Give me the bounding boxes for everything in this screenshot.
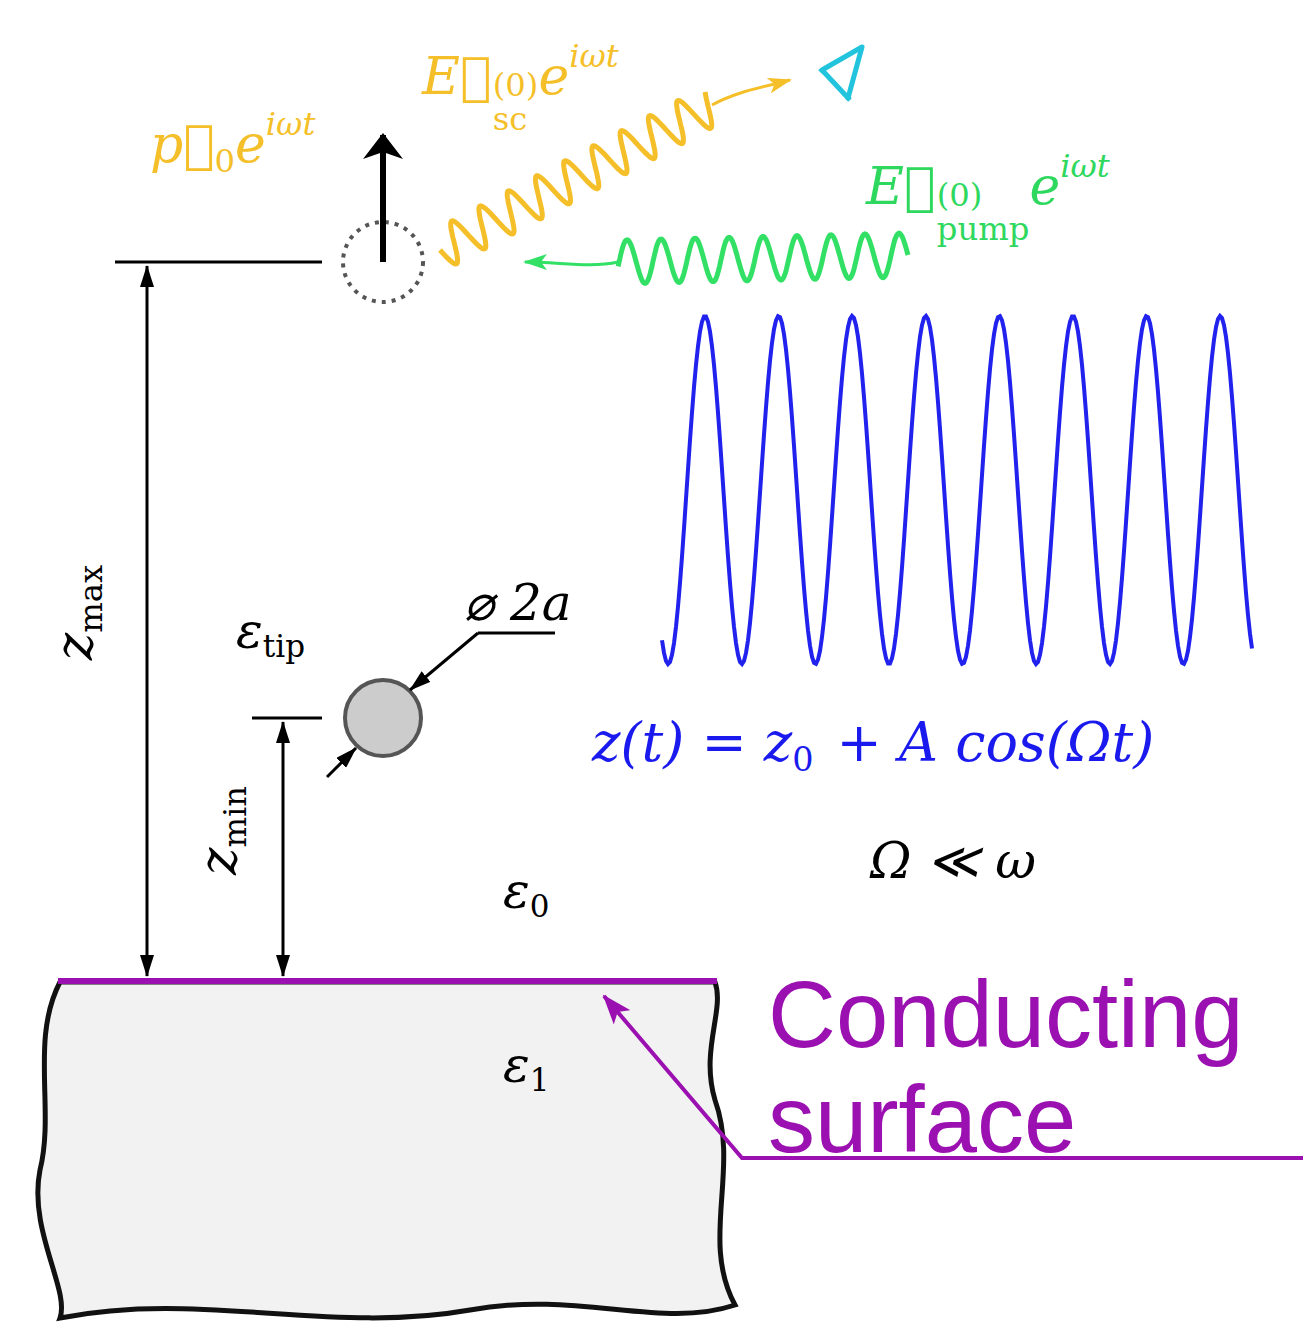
label-group: Ω ≪ ω bbox=[870, 836, 1036, 886]
oscillation-curve bbox=[662, 316, 1252, 664]
math-label: ε bbox=[503, 1036, 530, 1094]
math-label: e bbox=[235, 114, 266, 174]
tip-sphere bbox=[345, 680, 421, 756]
conducting-surface-line bbox=[58, 978, 717, 984]
math-label: iωt bbox=[266, 105, 316, 143]
math-label: ε bbox=[503, 862, 530, 920]
label-group: ⌀ 2a bbox=[464, 578, 572, 628]
math-label: E⃗ bbox=[422, 46, 491, 106]
pump-wave bbox=[618, 233, 908, 283]
math-label: ⌀ 2a bbox=[464, 574, 572, 632]
math-label: iωt bbox=[569, 37, 619, 75]
surface-label: Conducting surface bbox=[768, 962, 1298, 1173]
math-label: e bbox=[1029, 156, 1060, 216]
math-label: max bbox=[72, 564, 110, 632]
math-label: min bbox=[216, 785, 254, 847]
math-label: z bbox=[45, 632, 105, 659]
math-label: (0) bbox=[493, 69, 539, 103]
math-label: ε bbox=[236, 602, 263, 660]
math-label: iωt bbox=[1060, 147, 1110, 185]
math-label: 0 bbox=[530, 888, 550, 924]
math-label: p⃗ bbox=[150, 114, 215, 174]
math-label: + A cos(Ωt) bbox=[837, 711, 1155, 774]
math-label: e bbox=[538, 46, 569, 106]
scattered-wave bbox=[440, 92, 712, 264]
rotated-label: zmax bbox=[49, 564, 108, 659]
label-group: E⃗(0)sceiωt bbox=[422, 40, 619, 137]
rotated-label: zmin bbox=[193, 785, 252, 874]
script-stack: (0)sc bbox=[493, 69, 539, 137]
dipole-arrow bbox=[380, 135, 386, 262]
label-group: ε0 bbox=[503, 866, 550, 922]
label-group: z(t) = z0+ A cos(Ωt) bbox=[592, 716, 1154, 777]
script-stack: (0)pump bbox=[937, 179, 1030, 247]
label-group: p⃗0eiωt bbox=[150, 108, 315, 177]
math-label: z(t) = z bbox=[592, 711, 792, 774]
math-label: 0 bbox=[792, 740, 813, 779]
math-label: tip bbox=[263, 628, 305, 664]
substrate bbox=[38, 982, 735, 1318]
label-group: εtip bbox=[236, 606, 305, 662]
label-group: E⃗(0)pumpeiωt bbox=[866, 150, 1110, 247]
label-group: Conducting surface bbox=[768, 962, 1298, 1173]
math-label: 1 bbox=[530, 1062, 550, 1098]
math-label: pump bbox=[937, 213, 1030, 247]
zmax-dimension bbox=[146, 266, 149, 976]
math-label: (0) bbox=[937, 179, 1030, 213]
math-label: 0 bbox=[215, 142, 236, 180]
math-label: E⃗ bbox=[866, 156, 935, 216]
math-label: z bbox=[189, 847, 249, 874]
observer-eye bbox=[820, 47, 862, 100]
zmin-dimension bbox=[282, 722, 285, 976]
math-label: Ω ≪ ω bbox=[870, 832, 1036, 890]
math-label: sc bbox=[493, 103, 539, 137]
label-group: ε1 bbox=[503, 1040, 550, 1096]
